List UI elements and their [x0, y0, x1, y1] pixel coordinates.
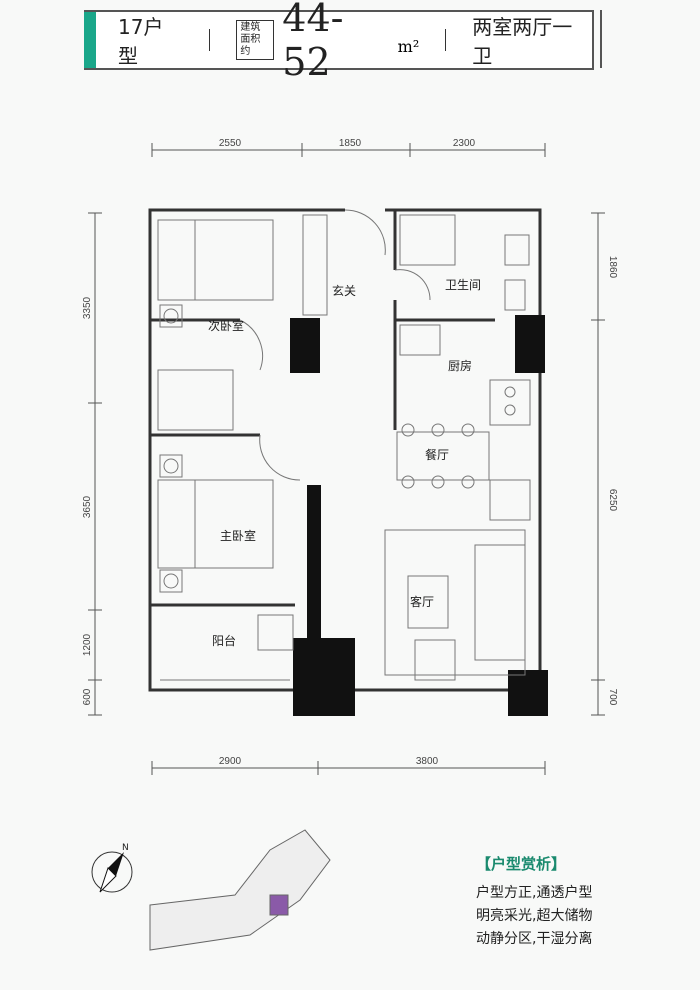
layout-analysis: 【户型赏析】 户型方正,通透户型 明亮采光,超大储物 动静分区,干湿分离 [476, 853, 592, 951]
area-label: 建筑面积约 [236, 20, 275, 60]
compass-icon: N [91, 843, 133, 893]
dim-bottom-1: 2900 [219, 756, 242, 767]
dim-right-3: 700 [607, 689, 618, 706]
area-label-line2: 面积约 [240, 34, 261, 57]
dim-left-3: 1200 [82, 633, 93, 656]
room-kitchen: 厨房 [448, 358, 472, 373]
room-living: 客厅 [410, 594, 434, 609]
accent-bar [84, 12, 96, 68]
analysis-line: 明亮采光,超大储物 [476, 908, 593, 924]
dim-right-1: 1860 [607, 256, 618, 279]
dim-left-2: 3650 [82, 495, 93, 518]
area-label-line1: 建筑 [240, 22, 261, 33]
analysis-line: 户型方正,通透户型 [476, 885, 593, 901]
dim-right-2: 6250 [607, 489, 618, 512]
dimension-lines [88, 143, 605, 775]
analysis-line: 动静分区,干湿分离 [476, 931, 593, 947]
banner-end-line [600, 10, 602, 68]
walls [148, 208, 542, 692]
layout-type: 两室两厅一卫 [472, 15, 573, 68]
room-dining: 餐厅 [425, 447, 449, 462]
dim-bottom-2: 3800 [416, 756, 439, 767]
room-entrance: 玄关 [332, 283, 356, 298]
room-bathroom: 卫生间 [445, 278, 481, 292]
dim-left-4: 600 [82, 688, 93, 705]
furniture [157, 209, 531, 681]
compass-north: N [122, 843, 129, 853]
divider [445, 29, 447, 51]
dim-left-1: 3350 [82, 296, 93, 319]
analysis-title: 【户型赏析】 [476, 855, 567, 873]
site-plan-icon [149, 829, 331, 951]
room-master-bedroom: 主卧室 [220, 528, 256, 543]
dim-top-3: 2300 [453, 138, 476, 149]
unit-name: 17户型 [117, 15, 164, 68]
columns [290, 315, 548, 716]
dim-top-2: 1850 [339, 138, 362, 149]
area-unit: m² [397, 36, 420, 56]
dim-top-1: 2550 [219, 138, 242, 149]
room-secondary-bedroom: 次卧室 [208, 318, 244, 333]
unit-banner: 17户型 建筑面积约 44-52 m² 两室两厅一卫 [84, 0, 602, 84]
divider [209, 29, 211, 51]
room-balcony: 阳台 [212, 633, 236, 648]
area-value: 44-52 [282, 0, 344, 84]
